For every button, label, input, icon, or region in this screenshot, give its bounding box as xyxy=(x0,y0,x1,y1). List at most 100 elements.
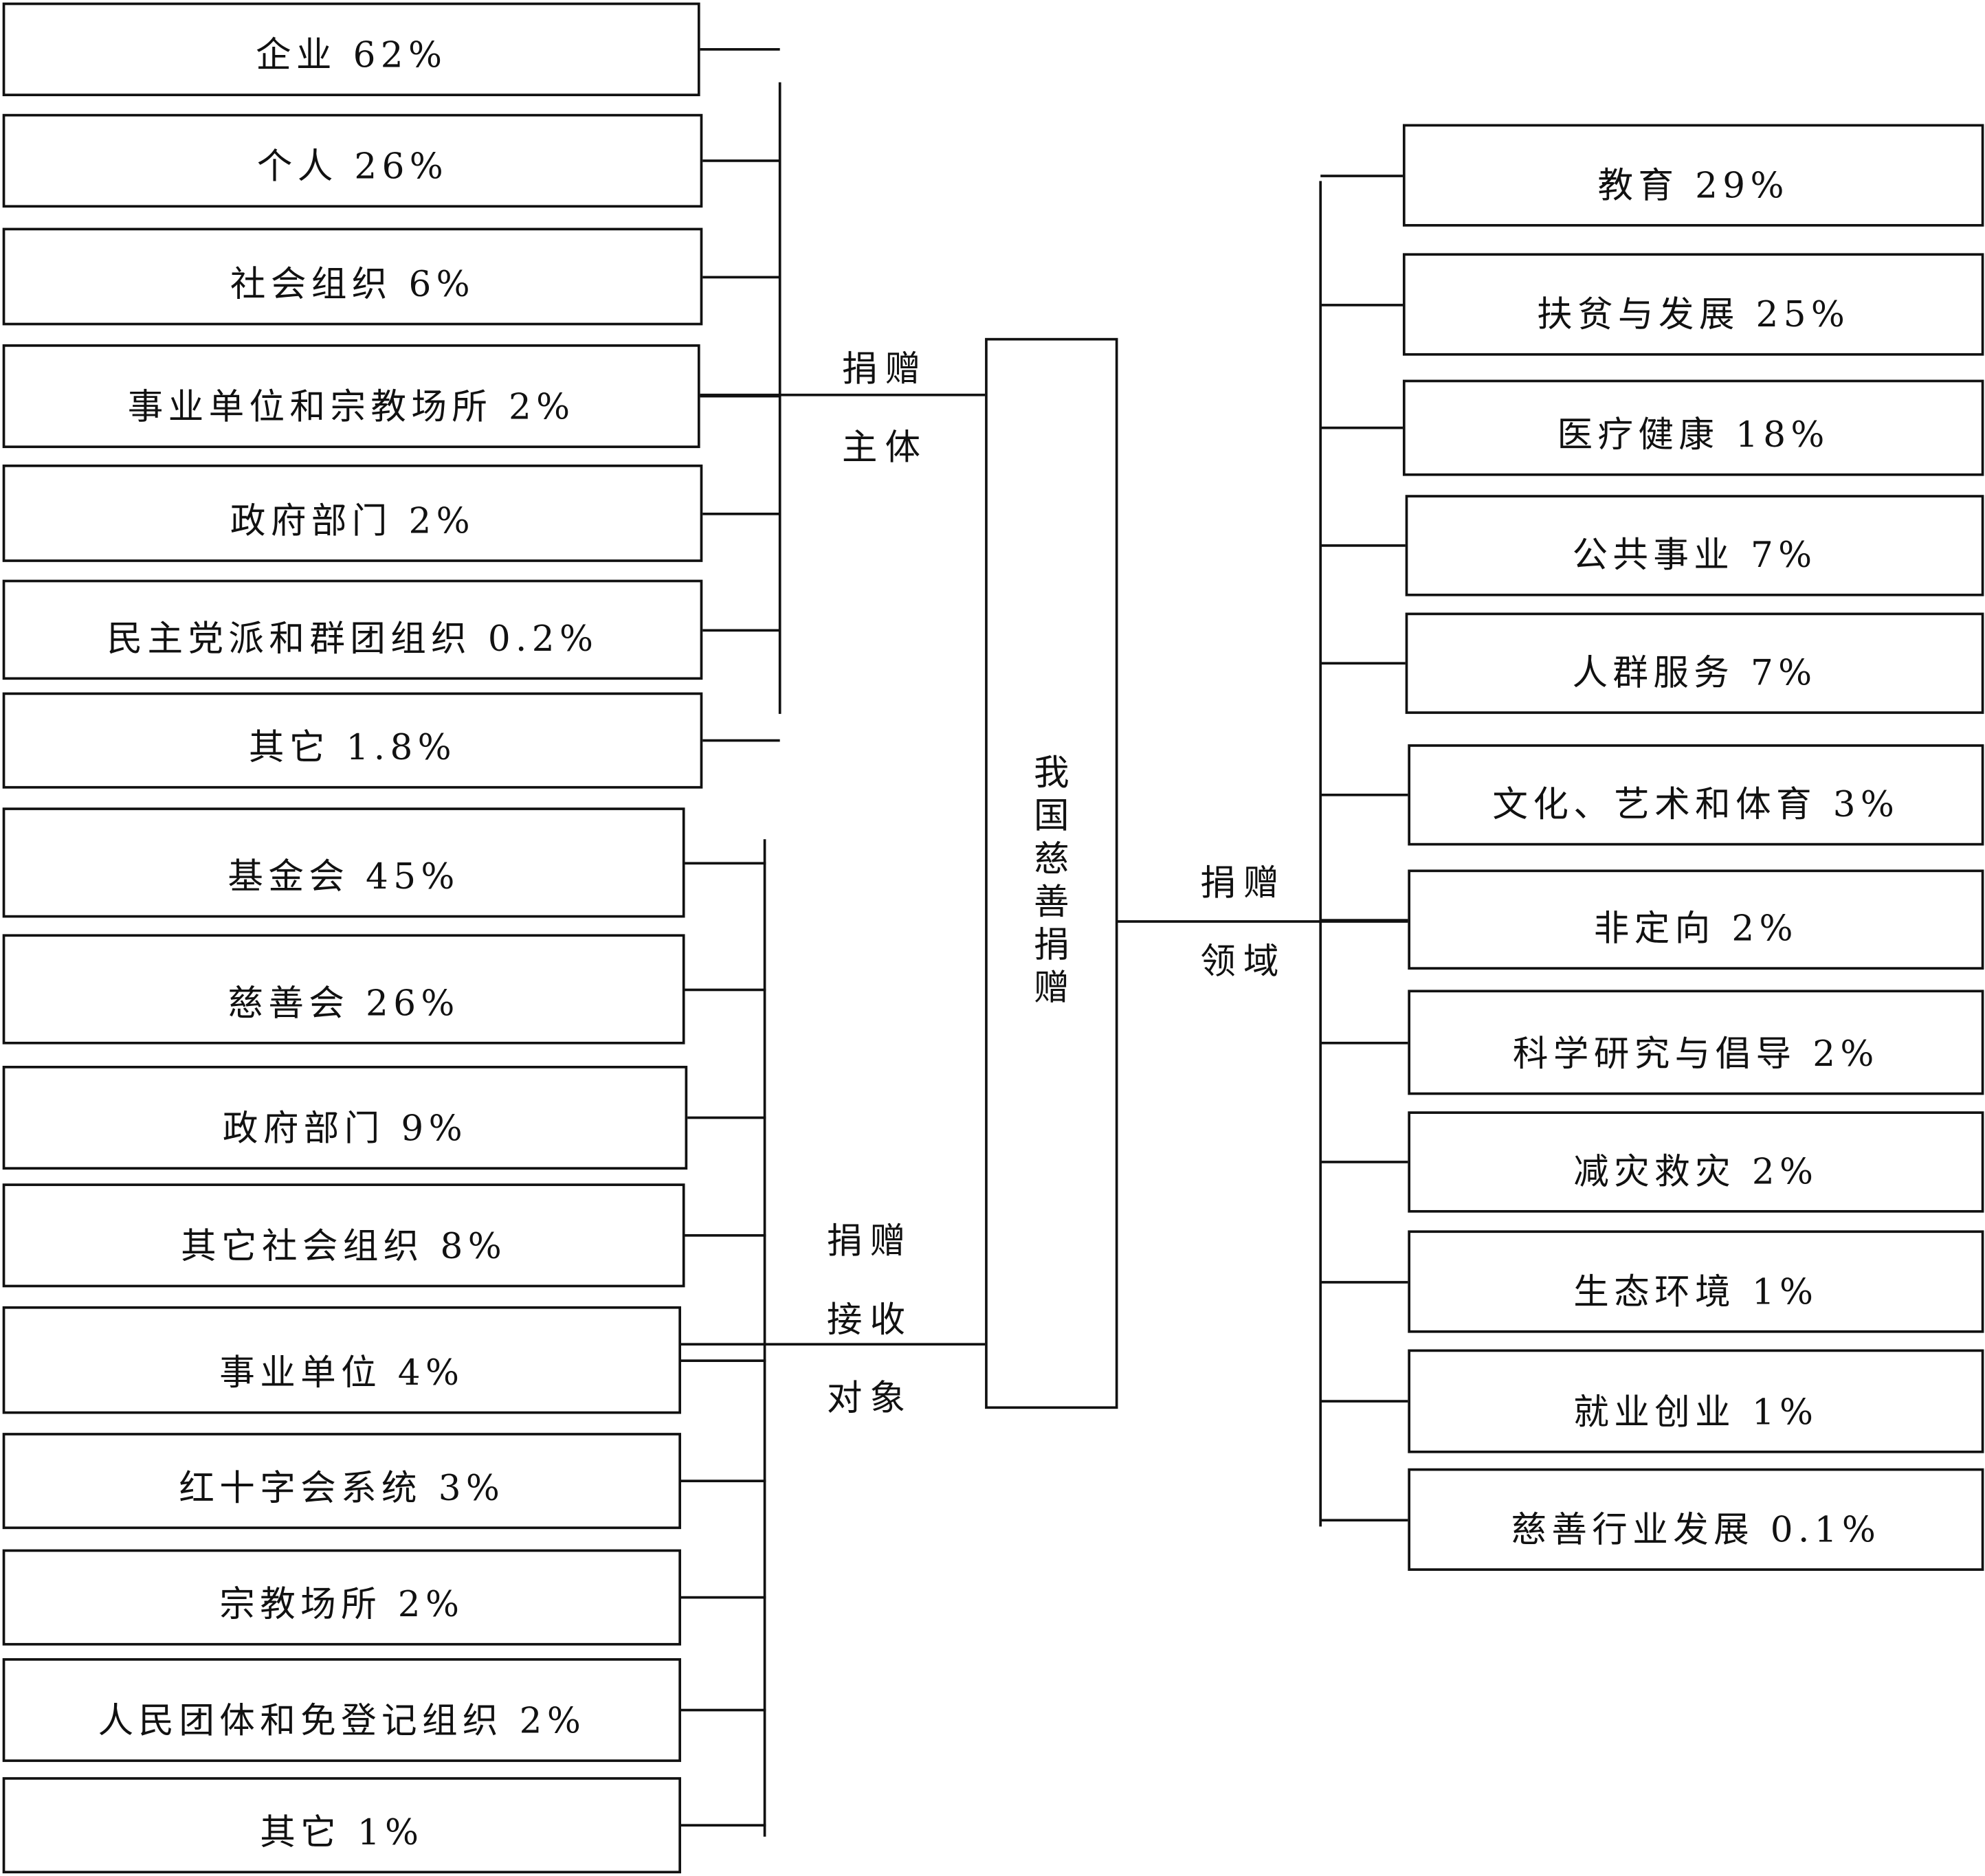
node-label: 医疗健康 18% xyxy=(1557,414,1830,456)
field-connector xyxy=(1320,303,1403,306)
node-label: 事业单位 4% xyxy=(219,1352,465,1394)
node-label: 慈善会 26% xyxy=(228,982,460,1025)
node-label: 科学研究与倡导 2% xyxy=(1512,1033,1879,1075)
fields-label-2: 领域 xyxy=(1200,940,1287,983)
node-label: 文化、艺术和体育 3% xyxy=(1492,783,1900,825)
field-node: 公共事业 7% xyxy=(1405,495,1984,596)
field-connector xyxy=(1320,793,1408,796)
fields-trunk xyxy=(1116,920,1408,923)
recipient-connector xyxy=(685,1233,766,1237)
field-node: 非定向 2% xyxy=(1408,869,1984,970)
field-connector xyxy=(1320,544,1406,547)
field-node: 医疗健康 18% xyxy=(1402,379,1984,476)
field-node: 慈善行业发展 0.1% xyxy=(1408,1468,1984,1571)
recipients-trunk xyxy=(680,1343,986,1346)
recipient-node: 其它社会组织 8% xyxy=(2,1183,685,1288)
node-label: 其它 1% xyxy=(260,1811,424,1853)
center-char: 捐 xyxy=(1033,924,1069,966)
field-connector xyxy=(1320,1400,1408,1403)
recipient-node: 政府部门 9% xyxy=(2,1065,688,1170)
node-label: 生态环境 1% xyxy=(1573,1271,1819,1313)
node-label: 宗教场所 2% xyxy=(219,1583,465,1626)
fields-bracket xyxy=(1319,181,1322,1527)
node-label: 公共事业 7% xyxy=(1572,534,1817,577)
center-char: 赠 xyxy=(1033,967,1069,1009)
recipient-connector xyxy=(680,1708,766,1712)
recipient-node: 红十字会系统 3% xyxy=(2,1433,681,1530)
node-label: 事业单位和宗教场所 2% xyxy=(127,386,575,428)
center-char: 善 xyxy=(1033,881,1069,923)
node-label: 扶贫与发展 25% xyxy=(1537,293,1850,336)
donor-connector xyxy=(702,159,780,162)
node-label: 人群服务 7% xyxy=(1572,651,1817,694)
node-label: 政府部门 2% xyxy=(230,500,476,542)
donor-node: 其它 1.8% xyxy=(2,692,703,789)
node-label: 人民团体和免登记组织 2% xyxy=(98,1699,586,1742)
donor-connector xyxy=(702,628,780,632)
center-char: 慈 xyxy=(1033,838,1069,880)
donor-node: 社会组织 6% xyxy=(2,227,703,326)
field-node: 人群服务 7% xyxy=(1405,612,1984,714)
recipient-node: 慈善会 26% xyxy=(2,934,685,1045)
recipients-label-2: 接收 xyxy=(826,1298,913,1341)
field-node: 科学研究与倡导 2% xyxy=(1408,990,1984,1095)
donor-connector xyxy=(702,739,780,742)
center-char: 国 xyxy=(1033,794,1069,837)
node-label: 政府部门 9% xyxy=(222,1107,467,1150)
node-label: 个人 26% xyxy=(256,145,449,188)
field-node: 减灾救灾 2% xyxy=(1408,1111,1984,1213)
recipient-node: 宗教场所 2% xyxy=(2,1549,681,1646)
field-connector xyxy=(1320,1280,1408,1283)
recipient-connector xyxy=(685,861,766,864)
recipients-label-3: 对象 xyxy=(826,1377,913,1419)
node-label: 社会组织 6% xyxy=(230,263,476,305)
donor-connector xyxy=(702,512,780,515)
recipient-connector xyxy=(687,1116,766,1119)
recipient-connector xyxy=(680,1479,766,1482)
fields-label-1: 捐赠 xyxy=(1200,862,1287,904)
donors-label-1: 捐赠 xyxy=(841,348,929,390)
center-title: 我 国 慈 善 捐 赠 xyxy=(988,752,1116,1010)
donors-label-2: 主体 xyxy=(841,426,929,469)
field-node: 教育 29% xyxy=(1402,124,1984,227)
center-char: 我 xyxy=(1033,752,1069,794)
donor-node: 企业 62% xyxy=(2,2,700,96)
node-label: 其它社会组织 8% xyxy=(181,1225,507,1267)
recipients-bracket xyxy=(763,839,766,1837)
node-label: 就业创业 1% xyxy=(1573,1391,1819,1433)
node-label: 慈善行业发展 0.1% xyxy=(1511,1508,1881,1551)
node-label: 非定向 2% xyxy=(1593,907,1798,950)
node-label: 减灾救灾 2% xyxy=(1573,1150,1819,1193)
node-label: 企业 62% xyxy=(255,34,447,76)
field-connector xyxy=(1320,662,1406,665)
recipient-connector xyxy=(680,1596,766,1599)
field-node: 扶贫与发展 25% xyxy=(1402,253,1984,356)
field-connector xyxy=(1320,174,1403,177)
donor-node: 政府部门 2% xyxy=(2,465,703,562)
recipient-node: 其它 1% xyxy=(2,1777,681,1874)
donor-node: 民主党派和群团组织 0.2% xyxy=(2,579,703,680)
node-label: 教育 29% xyxy=(1597,164,1789,207)
recipient-node: 事业单位 4% xyxy=(2,1306,681,1414)
node-label: 民主党派和群团组织 0.2% xyxy=(107,617,599,660)
node-label: 其它 1.8% xyxy=(248,726,457,769)
field-connector xyxy=(1320,1161,1408,1163)
field-connector xyxy=(1320,426,1403,429)
node-label: 红十字会系统 3% xyxy=(179,1466,505,1509)
field-connector xyxy=(1320,918,1408,922)
center-node: 我 国 慈 善 捐 赠 xyxy=(985,337,1118,1409)
recipient-connector xyxy=(680,1359,766,1362)
donor-connector xyxy=(700,47,780,51)
field-connector xyxy=(1320,1518,1408,1521)
field-connector xyxy=(1320,1041,1408,1044)
recipient-node: 人民团体和免登记组织 2% xyxy=(2,1658,681,1763)
donor-connector xyxy=(702,275,780,278)
donor-node: 事业单位和宗教场所 2% xyxy=(2,344,700,449)
donor-node: 个人 26% xyxy=(2,113,703,208)
recipient-connector xyxy=(680,1824,766,1827)
field-node: 生态环境 1% xyxy=(1408,1230,1984,1333)
recipient-connector xyxy=(685,987,766,991)
field-node: 文化、艺术和体育 3% xyxy=(1408,744,1984,846)
donors-bracket xyxy=(778,82,781,714)
